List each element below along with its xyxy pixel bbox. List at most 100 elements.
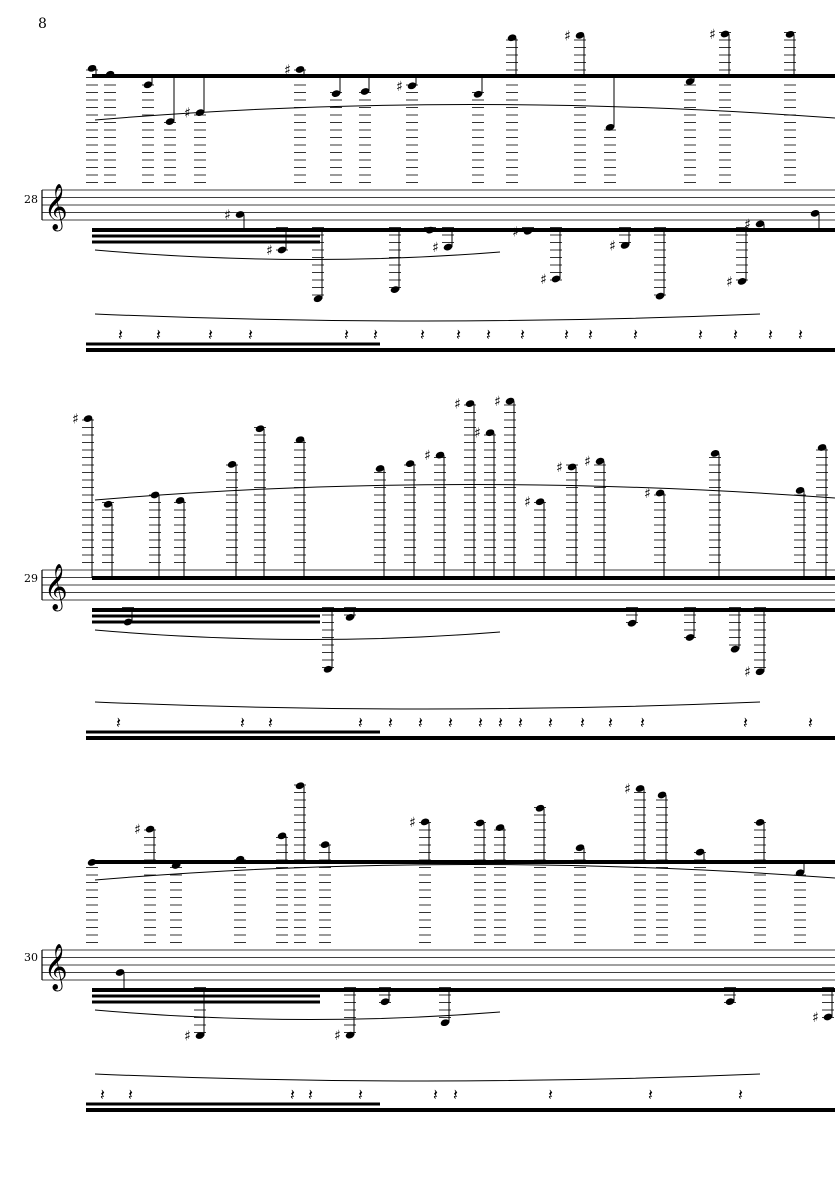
note-head <box>425 226 435 234</box>
treble-clef-icon: 𝄞 <box>44 944 68 992</box>
sharp-icon: ♯ <box>184 1029 191 1045</box>
quarter-rest-icon: 𝄽 <box>548 1085 553 1104</box>
note-head <box>595 457 605 465</box>
sharp-icon: ♯ <box>564 28 571 44</box>
note-head <box>535 804 545 812</box>
quarter-rest-icon: 𝄽 <box>453 1085 458 1104</box>
note-head <box>465 400 475 407</box>
slur <box>94 1073 761 1082</box>
note-head <box>685 78 695 85</box>
note-head <box>755 819 765 826</box>
note-head <box>720 30 730 38</box>
note-head <box>635 785 645 792</box>
quarter-rest-icon: 𝄽 <box>640 713 645 732</box>
note-head <box>277 832 287 840</box>
sharp-icon: ♯ <box>512 224 519 240</box>
quarter-rest-icon: 𝄽 <box>433 1085 438 1104</box>
note-head <box>435 451 445 459</box>
note-head <box>685 634 695 641</box>
measure-number-28: 28 <box>24 193 38 206</box>
sharp-icon: ♯ <box>709 27 716 43</box>
note-head <box>507 34 517 42</box>
sharp-icon: ♯ <box>812 1010 819 1026</box>
note-head <box>320 841 330 849</box>
note-head <box>331 90 341 98</box>
quarter-rest-icon: 𝄽 <box>456 325 461 344</box>
note-head <box>575 844 585 852</box>
note-head <box>235 855 245 863</box>
quarter-rest-icon: 𝄽 <box>743 713 748 732</box>
quarter-rest-icon: 𝄽 <box>564 325 569 344</box>
note-head <box>505 397 515 405</box>
note-head <box>143 81 153 89</box>
sharp-icon: ♯ <box>72 412 79 428</box>
quarter-rest-icon: 𝄽 <box>358 1085 363 1104</box>
quarter-rest-icon: 𝄽 <box>520 325 525 344</box>
note-head <box>123 618 133 626</box>
note-head <box>473 90 483 98</box>
note-head <box>443 243 453 251</box>
sharp-icon: ♯ <box>584 454 591 470</box>
note-head <box>485 429 495 437</box>
note-head <box>627 619 637 627</box>
note-head <box>323 665 333 673</box>
note-head <box>83 415 93 422</box>
sharp-icon: ♯ <box>266 243 273 259</box>
sharp-icon: ♯ <box>474 426 481 442</box>
note-head <box>605 123 615 131</box>
note-head <box>755 668 765 676</box>
note-head <box>195 1032 205 1039</box>
quarter-rest-icon: 𝄽 <box>268 713 273 732</box>
sharp-icon: ♯ <box>494 394 501 410</box>
quarter-rest-icon: 𝄽 <box>733 325 738 344</box>
note-head <box>375 465 385 472</box>
note-head <box>105 70 115 78</box>
note-head <box>620 242 630 249</box>
quarter-rest-icon: 𝄽 <box>798 325 803 344</box>
note-head <box>235 211 245 218</box>
treble-clef-icon: 𝄞 <box>44 184 68 232</box>
quarter-rest-icon: 𝄽 <box>518 713 523 732</box>
note-head <box>295 66 305 73</box>
note-head <box>345 1031 355 1039</box>
note-head <box>227 461 237 468</box>
quarter-rest-icon: 𝄽 <box>100 1085 105 1104</box>
note-head <box>523 227 533 235</box>
quarter-rest-icon: 𝄽 <box>208 325 213 344</box>
note-head <box>795 487 805 494</box>
sharp-icon: ♯ <box>726 274 733 290</box>
quarter-rest-icon: 𝄽 <box>486 325 491 344</box>
quarter-rest-icon: 𝄽 <box>420 325 425 344</box>
quarter-rest-icon: 𝄽 <box>608 713 613 732</box>
sharp-icon: ♯ <box>409 815 416 831</box>
quarter-rest-icon: 𝄽 <box>358 713 363 732</box>
note-head <box>823 1013 833 1021</box>
note-head <box>755 220 765 228</box>
note-head <box>655 489 665 497</box>
quarter-rest-icon: 𝄽 <box>248 325 253 344</box>
note-head <box>420 818 430 826</box>
sharp-icon: ♯ <box>540 272 547 288</box>
note-head <box>390 286 400 293</box>
note-head <box>657 791 667 799</box>
note-head <box>165 118 175 125</box>
quarter-rest-icon: 𝄽 <box>290 1085 295 1104</box>
sharp-icon: ♯ <box>524 495 531 511</box>
note-head <box>380 998 390 1006</box>
quarter-rest-icon: 𝄽 <box>548 713 553 732</box>
sharp-icon: ♯ <box>744 665 751 681</box>
quarter-rest-icon: 𝄽 <box>418 713 423 732</box>
sharp-icon: ♯ <box>624 782 631 798</box>
quarter-rest-icon: 𝄽 <box>698 325 703 344</box>
note-head <box>710 450 720 457</box>
note-head <box>495 824 505 831</box>
sharp-icon: ♯ <box>224 208 231 224</box>
slur <box>94 701 761 710</box>
measure-number-30: 30 <box>24 951 38 964</box>
quarter-rest-icon: 𝄽 <box>240 713 245 732</box>
note-head <box>785 30 795 38</box>
note-head <box>407 82 417 90</box>
quarter-rest-icon: 𝄽 <box>116 713 121 732</box>
sharp-icon: ♯ <box>334 1028 341 1044</box>
